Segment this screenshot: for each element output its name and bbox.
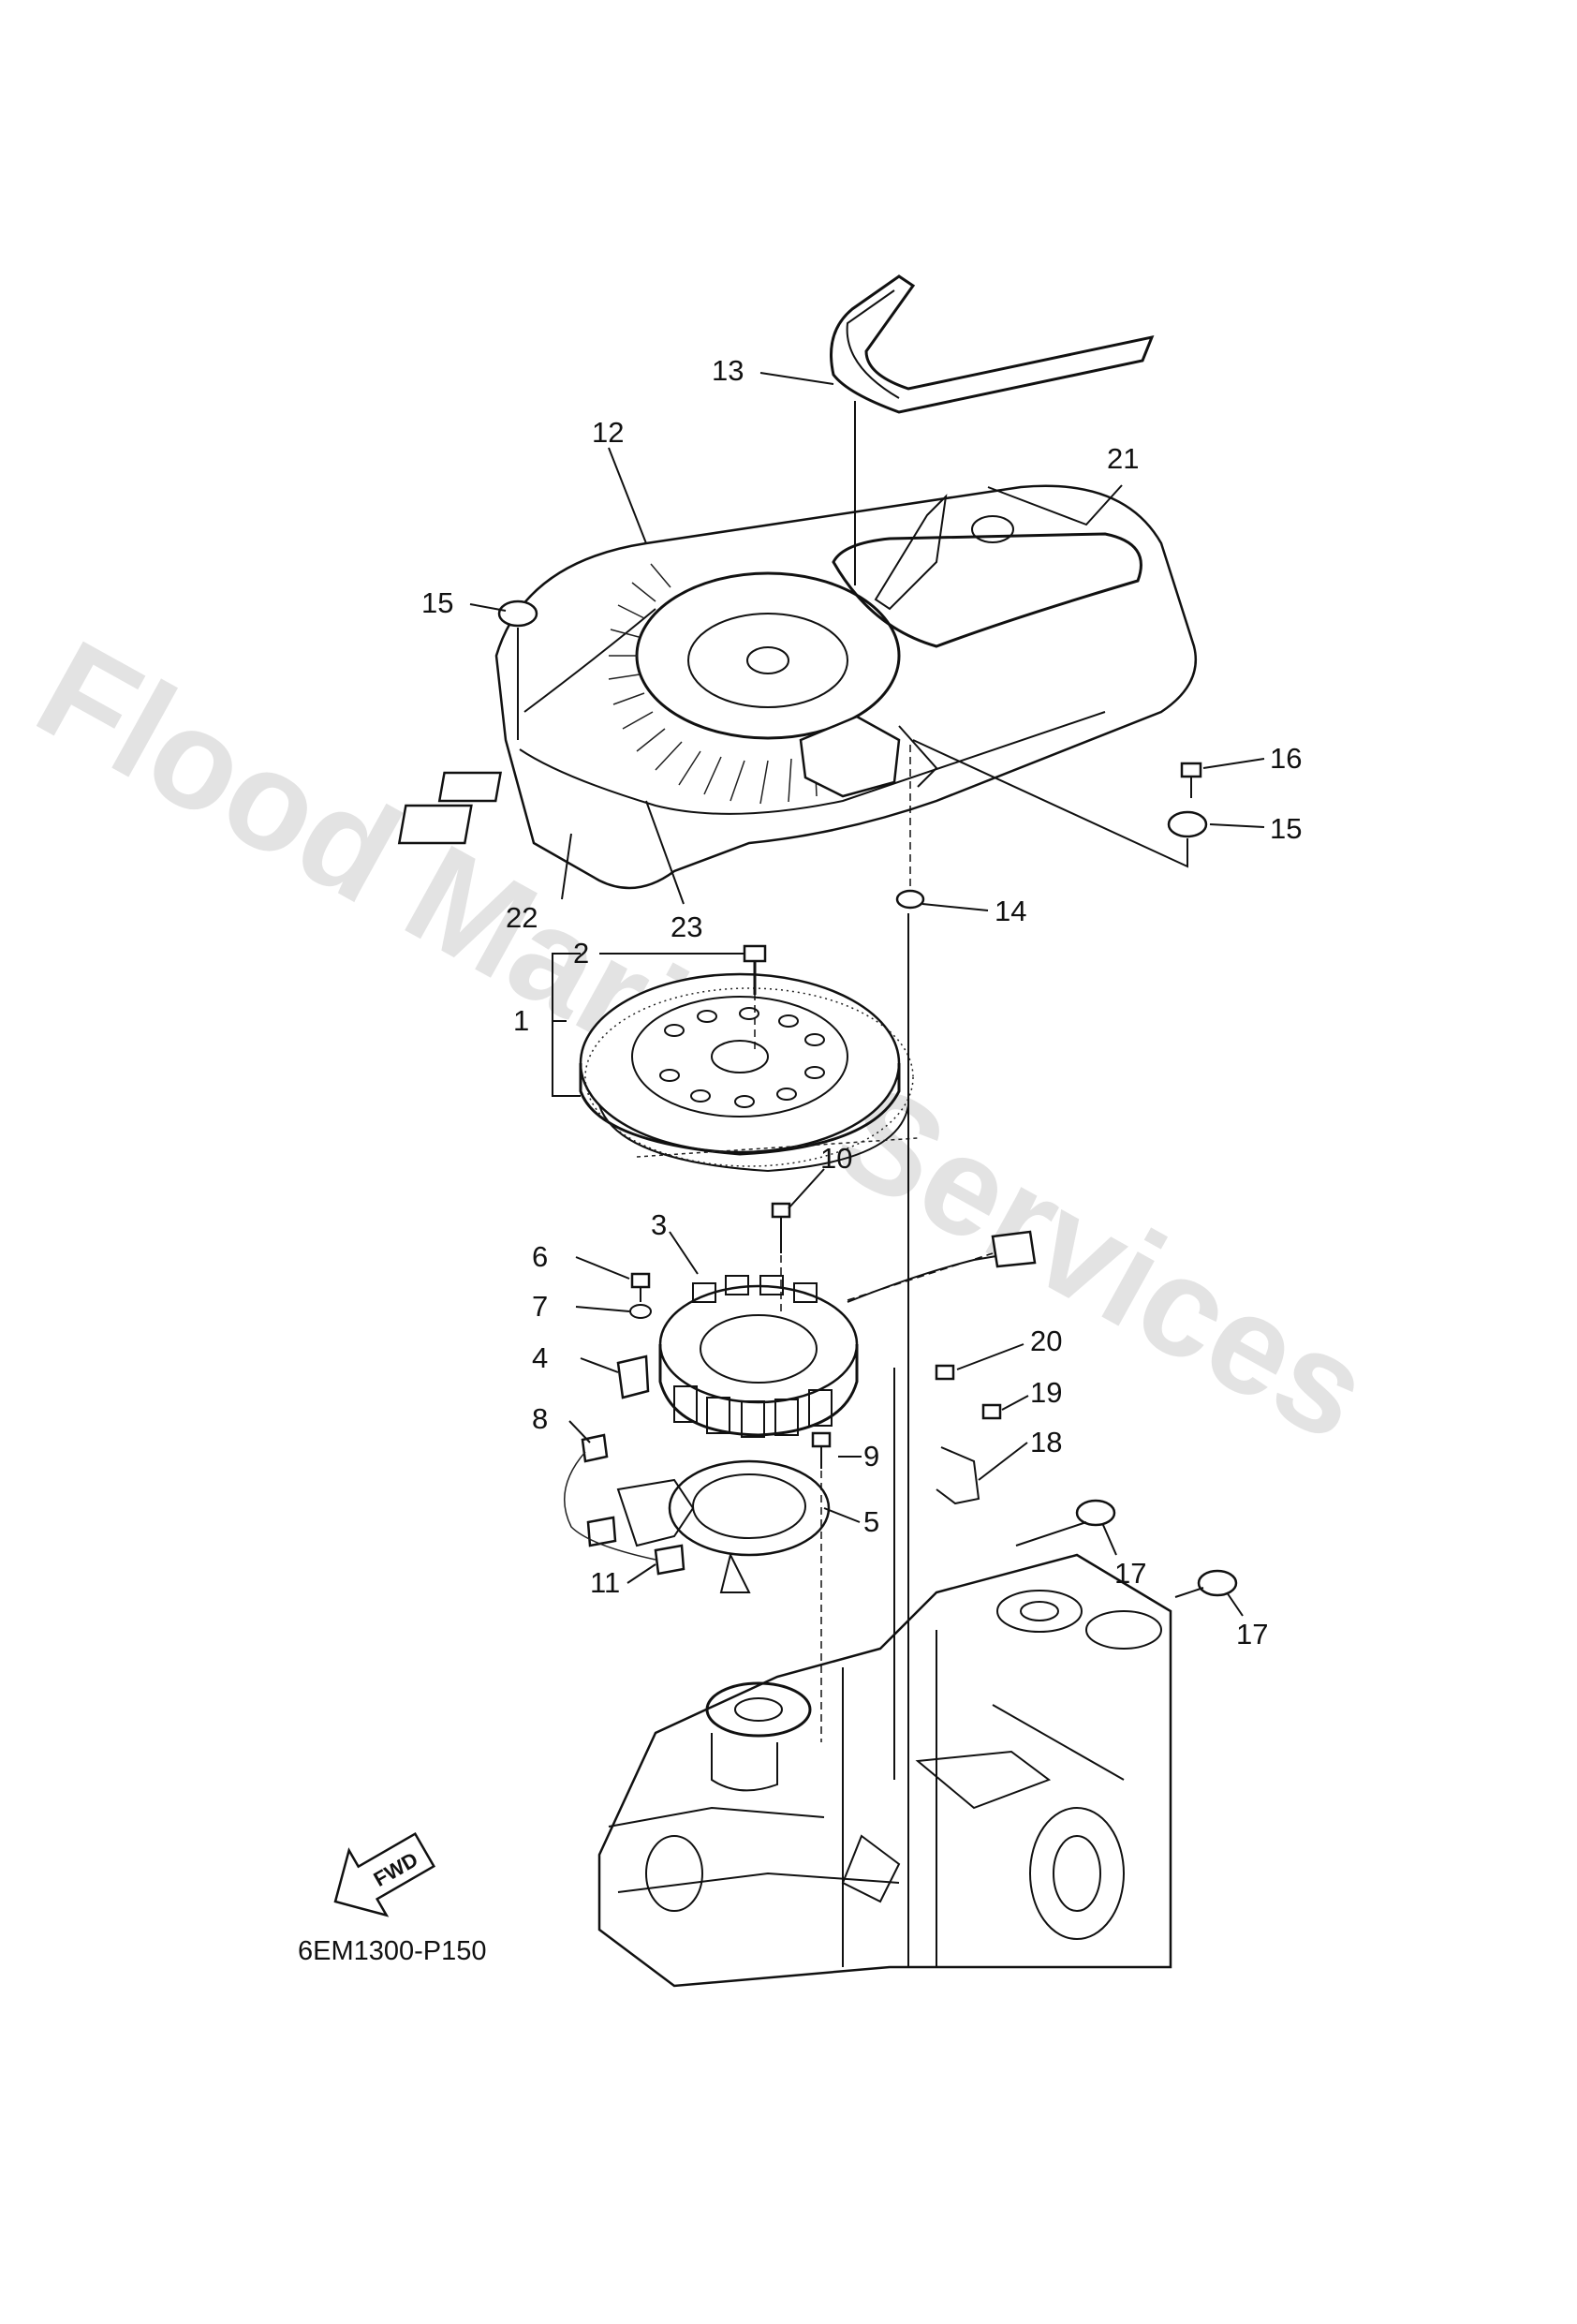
pulser-coil-icon [564, 1354, 685, 1576]
callout-6: 6 [532, 1240, 548, 1273]
callout-20: 20 [1030, 1325, 1062, 1357]
callout-5: 5 [863, 1505, 879, 1538]
callout-8: 8 [532, 1402, 548, 1435]
callout-17: 17 [1236, 1618, 1268, 1650]
callout-7: 7 [532, 1290, 548, 1323]
engine-block-icon [597, 1553, 1172, 1988]
callout-15: 15 [421, 586, 453, 619]
callout-10: 10 [820, 1142, 852, 1175]
leader-lines [469, 372, 1265, 1617]
callout-14: 14 [995, 895, 1026, 927]
callout-13: 13 [712, 354, 744, 387]
callout-4: 4 [532, 1341, 548, 1374]
fwd-arrow-icon: FWD [333, 1831, 436, 1917]
callout-9: 9 [863, 1440, 879, 1473]
callout-11: 11 [590, 1566, 620, 1599]
callout-3: 3 [651, 1208, 667, 1241]
callouts: 12 13 21 15 16 15 22 23 14 2 1 10 3 6 7 … [421, 354, 1302, 1650]
stator-coil-icon [658, 1230, 1037, 1438]
callout-22: 22 [506, 901, 538, 934]
callout-21: 21 [1107, 442, 1139, 475]
callout-15: 15 [1270, 812, 1302, 845]
callout-16: 16 [1270, 742, 1302, 775]
diagram-code: 6EM1300-P150 [298, 1936, 487, 1966]
fastener-icons [497, 600, 1238, 1597]
callout-2: 2 [573, 937, 589, 970]
flywheel-icon [579, 972, 919, 1173]
callout-19: 19 [1030, 1376, 1062, 1409]
callout-18: 18 [1030, 1426, 1062, 1458]
stator-base-icon [616, 1459, 831, 1593]
flywheel-cover-icon [397, 484, 1198, 890]
callout-12: 12 [592, 416, 624, 449]
callout-17: 17 [1114, 1557, 1146, 1590]
callout-1: 1 [513, 1004, 529, 1037]
seal-belt-icon [830, 274, 1155, 414]
callout-23: 23 [671, 910, 702, 943]
